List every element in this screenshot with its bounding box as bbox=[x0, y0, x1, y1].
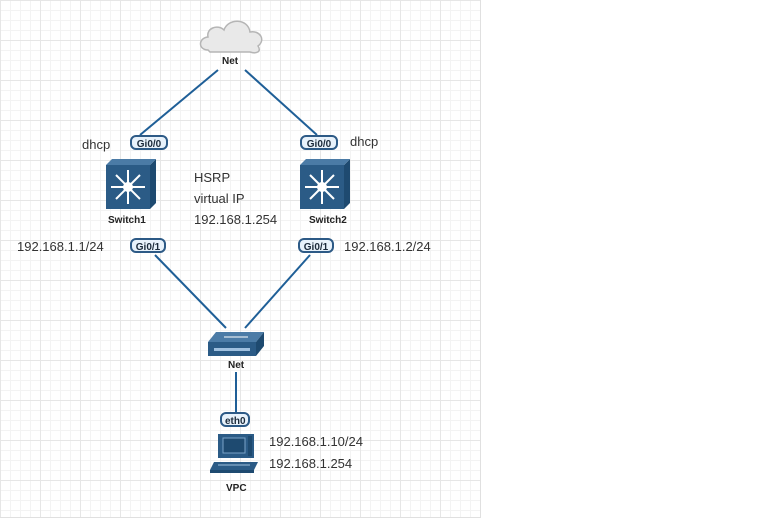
vpc-label: VPC bbox=[226, 483, 247, 494]
switch2-port-gi00: Gi0/0 bbox=[300, 135, 338, 150]
switch1-ip-label: 192.168.1.1/24 bbox=[17, 239, 104, 254]
switch2-icon bbox=[300, 159, 350, 209]
cloud-label: Net bbox=[222, 56, 239, 67]
hsrp-virtual-ip-label: virtual IP bbox=[194, 191, 245, 206]
link-cloud-switch1 bbox=[139, 69, 219, 136]
switch1-port-gi00: Gi0/0 bbox=[130, 135, 168, 150]
diagram-canvas bbox=[0, 0, 481, 518]
switch1-port-gi01: Gi0/1 bbox=[130, 238, 166, 253]
link-switch2-hub bbox=[244, 254, 311, 329]
vpc-icon bbox=[210, 434, 258, 473]
switch2-label: Switch2 bbox=[309, 215, 347, 226]
switch2-ip-label: 192.168.1.2/24 bbox=[344, 239, 431, 254]
switch1-icon bbox=[106, 159, 156, 209]
hsrp-virtual-ip-value: 192.168.1.254 bbox=[194, 212, 278, 227]
vpc-gateway-label: 192.168.1.254 bbox=[269, 456, 353, 471]
hub-label: Net bbox=[228, 360, 245, 371]
vpc-port-eth0: eth0 bbox=[220, 412, 250, 427]
switch1-dhcp-label: dhcp bbox=[82, 137, 111, 152]
hsrp-title: HSRP bbox=[194, 170, 231, 185]
link-cloud-switch2 bbox=[244, 69, 318, 136]
hub-icon bbox=[208, 332, 264, 356]
cloud-icon bbox=[199, 20, 263, 54]
link-switch1-hub bbox=[154, 254, 227, 329]
switch2-dhcp-label: dhcp bbox=[350, 134, 379, 149]
switch1-label: Switch1 bbox=[108, 215, 146, 226]
vpc-ip-label: 192.168.1.10/24 bbox=[269, 434, 363, 449]
switch2-port-gi01: Gi0/1 bbox=[298, 238, 334, 253]
